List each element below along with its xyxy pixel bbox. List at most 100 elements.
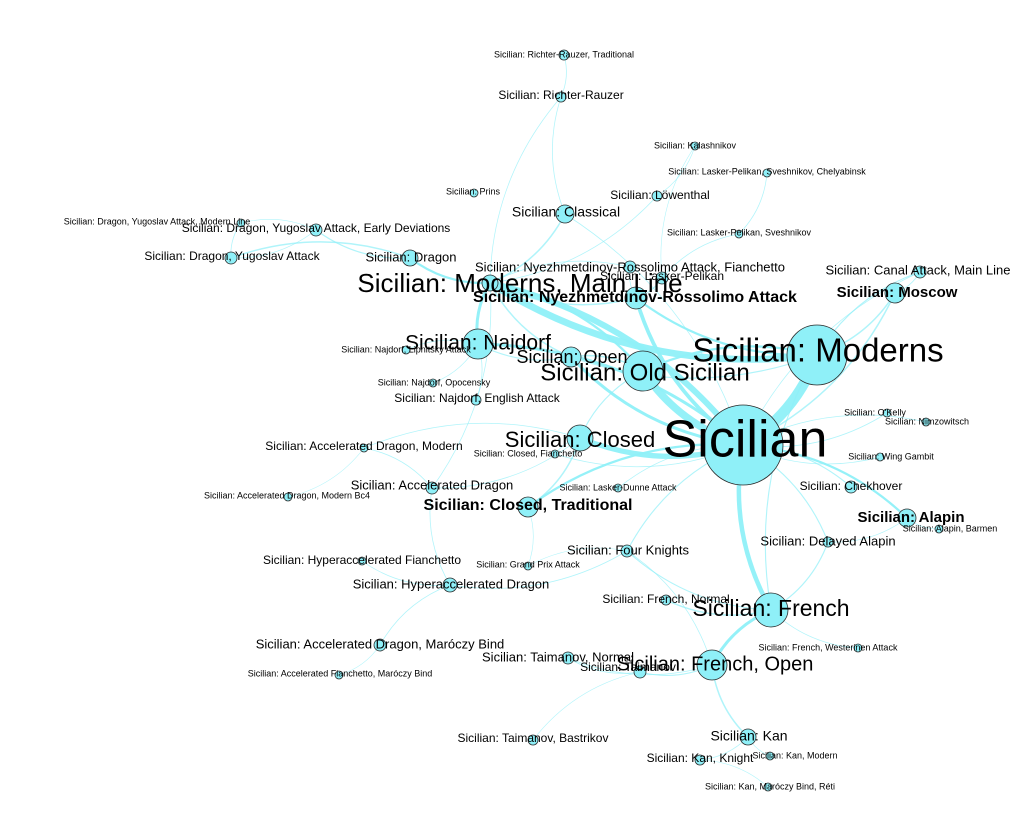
label-dragon-yug-modern: Sicilian: Dragon, Yugoslav Attack, Moder… — [64, 216, 250, 226]
node-najdorf-zagreb[interactable] — [401, 345, 411, 355]
label-moscow: Sicilian: Moscow — [837, 284, 958, 301]
node-nyezh-fianch[interactable] — [623, 260, 637, 274]
node-najdorf-opocensky[interactable] — [428, 378, 438, 388]
edge-accel-modern-accel-modern-bc4 — [287, 447, 365, 498]
label-kan-maroczy-reti: Sicilian: Kan, Maróczy Bind, Réti — [705, 781, 835, 791]
edge-moderns-main-dragon — [408, 256, 492, 285]
node-alapin[interactable] — [897, 508, 917, 528]
label-four-knights: Sicilian: Four Knights — [567, 542, 690, 557]
node-lp-sveshnikov-chel[interactable] — [762, 168, 772, 178]
node-wing-gambit[interactable] — [875, 452, 885, 462]
node-najdorf[interactable] — [462, 328, 494, 360]
node-closed-trad[interactable] — [517, 496, 539, 518]
label-accel-modern: Sicilian: Accelerated Dragon, Modern — [265, 439, 462, 453]
node-kan-maroczy-reti[interactable] — [763, 782, 773, 792]
node-kan-knight[interactable] — [694, 754, 706, 766]
node-french-open[interactable] — [696, 649, 728, 681]
label-french-westerinen: Sicilian: French, Westerinen Attack — [759, 642, 898, 652]
label-hyper-fianch: Sicilian: Hyperaccelerated Fianchetto — [263, 553, 461, 567]
node-moderns-main[interactable] — [481, 274, 499, 292]
node-delayed-alapin[interactable] — [822, 536, 834, 548]
node-dragon[interactable] — [401, 249, 419, 267]
node-prins[interactable] — [469, 188, 479, 198]
node-dragon-yug[interactable] — [224, 251, 238, 265]
edge-moderns-open — [570, 354, 818, 379]
label-prins: Sicilian: Prins — [446, 186, 501, 196]
label-kan-modern: Sicilian: Kan, Modern — [752, 750, 837, 760]
node-closed-fianch[interactable] — [550, 449, 560, 459]
label-delayed-alapin: Sicilian: Delayed Alapin — [760, 533, 895, 548]
node-french-normal[interactable] — [660, 594, 672, 606]
node-okelly[interactable] — [882, 408, 892, 418]
label-najdorf-english: Sicilian: Najdorf, English Attack — [394, 391, 560, 405]
label-nyezh: Sicilian: Nyezhmetdinov-Rossolimo Attack — [473, 289, 797, 306]
node-grand-prix[interactable] — [523, 561, 533, 571]
node-lasker-pelikan[interactable] — [655, 271, 669, 285]
label-dragon-yug: Sicilian: Dragon, Yugoslav Attack — [144, 249, 320, 263]
label-lp-sveshnikov: Sicilian: Lasker-Pelikan, Sveshnikov — [667, 227, 812, 237]
edge-moderns-main-old-sicilian — [488, 281, 645, 373]
edge-lowenthal-kalashnikov — [656, 145, 696, 197]
node-taimanov[interactable] — [633, 665, 647, 679]
node-richter-trad[interactable] — [558, 49, 570, 61]
label-old-sicilian: Sicilian: Old Sicilian — [540, 359, 749, 386]
node-moderns[interactable] — [786, 324, 848, 386]
node-canal-main[interactable] — [913, 265, 927, 279]
edge-moderns-french — [764, 354, 818, 611]
node-classical[interactable] — [555, 204, 575, 224]
node-sicilian[interactable] — [702, 404, 784, 486]
edge-closed-accel-modern — [363, 422, 581, 449]
label-french-open: Sicilian: French, Open — [617, 653, 814, 675]
node-chekhover[interactable] — [844, 480, 858, 494]
label-nyezh-fianch: Sicilian: Nyezhmetdinov-Rossolimo Attack… — [475, 259, 785, 274]
node-accel-modern[interactable] — [359, 443, 369, 453]
node-open[interactable] — [560, 346, 582, 368]
edge-accel-dragon-accel-modern — [363, 447, 433, 489]
node-taimanov-normal[interactable] — [561, 651, 575, 665]
node-closed[interactable] — [566, 424, 594, 452]
node-accel-fianch-maroczy[interactable] — [334, 670, 344, 680]
node-accel-maroczy[interactable] — [373, 638, 387, 652]
label-okelly: Sicilian: O'Kelly — [844, 407, 906, 417]
node-nyezh[interactable] — [624, 286, 648, 310]
node-lasker-dunne[interactable] — [613, 483, 623, 493]
edge-hyper-dragon-accel-maroczy — [379, 584, 451, 646]
node-old-sicilian[interactable] — [622, 350, 664, 392]
node-french[interactable] — [753, 592, 789, 628]
node-accel-dragon[interactable] — [425, 481, 439, 495]
label-richter-trad: Sicilian: Richter-Rauzer, Traditional — [494, 49, 634, 59]
label-closed: Sicilian: Closed — [505, 427, 655, 452]
node-four-knights[interactable] — [620, 544, 634, 558]
label-closed-fianch: Sicilian: Closed, Fianchetto — [474, 448, 583, 458]
node-lp-sveshnikov[interactable] — [734, 229, 744, 239]
node-dragon-yug-early[interactable] — [309, 223, 323, 237]
edge-moderns-main-nyezh — [489, 282, 637, 306]
node-kan[interactable] — [739, 728, 757, 746]
edge-dragon-dragon-yug — [230, 241, 411, 259]
node-najdorf-english[interactable] — [470, 394, 482, 406]
node-nimzowitsch[interactable] — [921, 417, 931, 427]
node-richter[interactable] — [555, 91, 567, 103]
node-hyper-fianch[interactable] — [357, 556, 367, 566]
label-nimzowitsch: Sicilian: Nimzowitsch — [885, 416, 969, 426]
node-accel-modern-bc4[interactable] — [283, 492, 293, 502]
node-moscow[interactable] — [884, 282, 906, 304]
edge-lasker-pelikan-lp-sveshnikov — [661, 233, 740, 279]
node-kalashnikov[interactable] — [690, 141, 700, 151]
node-kan-modern[interactable] — [765, 751, 775, 761]
edge-dragon-yug-dragon-yug-early — [230, 229, 317, 259]
node-lowenthal[interactable] — [651, 190, 663, 202]
node-french-westerinen[interactable] — [853, 643, 863, 653]
edge-kan-knight-kan-maroczy-reti — [699, 759, 769, 788]
edge-french-four-knights — [626, 550, 772, 611]
label-lasker-pelikan: Sicilian: Lasker-Pelikan — [600, 269, 724, 283]
label-sicilian: Sicilian — [663, 411, 828, 469]
node-dragon-yug-modern[interactable] — [236, 218, 246, 228]
label-kan-knight: Sicilian: Kan, Knight — [647, 751, 754, 765]
node-taimanov-bastrikov[interactable] — [527, 734, 539, 746]
node-alapin-barmen[interactable] — [934, 524, 944, 534]
node-hyper-dragon[interactable] — [442, 577, 458, 593]
label-french-normal: Sicilian: French, Normal — [602, 592, 729, 606]
label-lp-sveshnikov-chel: Sicilian: Lasker-Pelikan, Sveshnikov, Ch… — [668, 166, 866, 176]
